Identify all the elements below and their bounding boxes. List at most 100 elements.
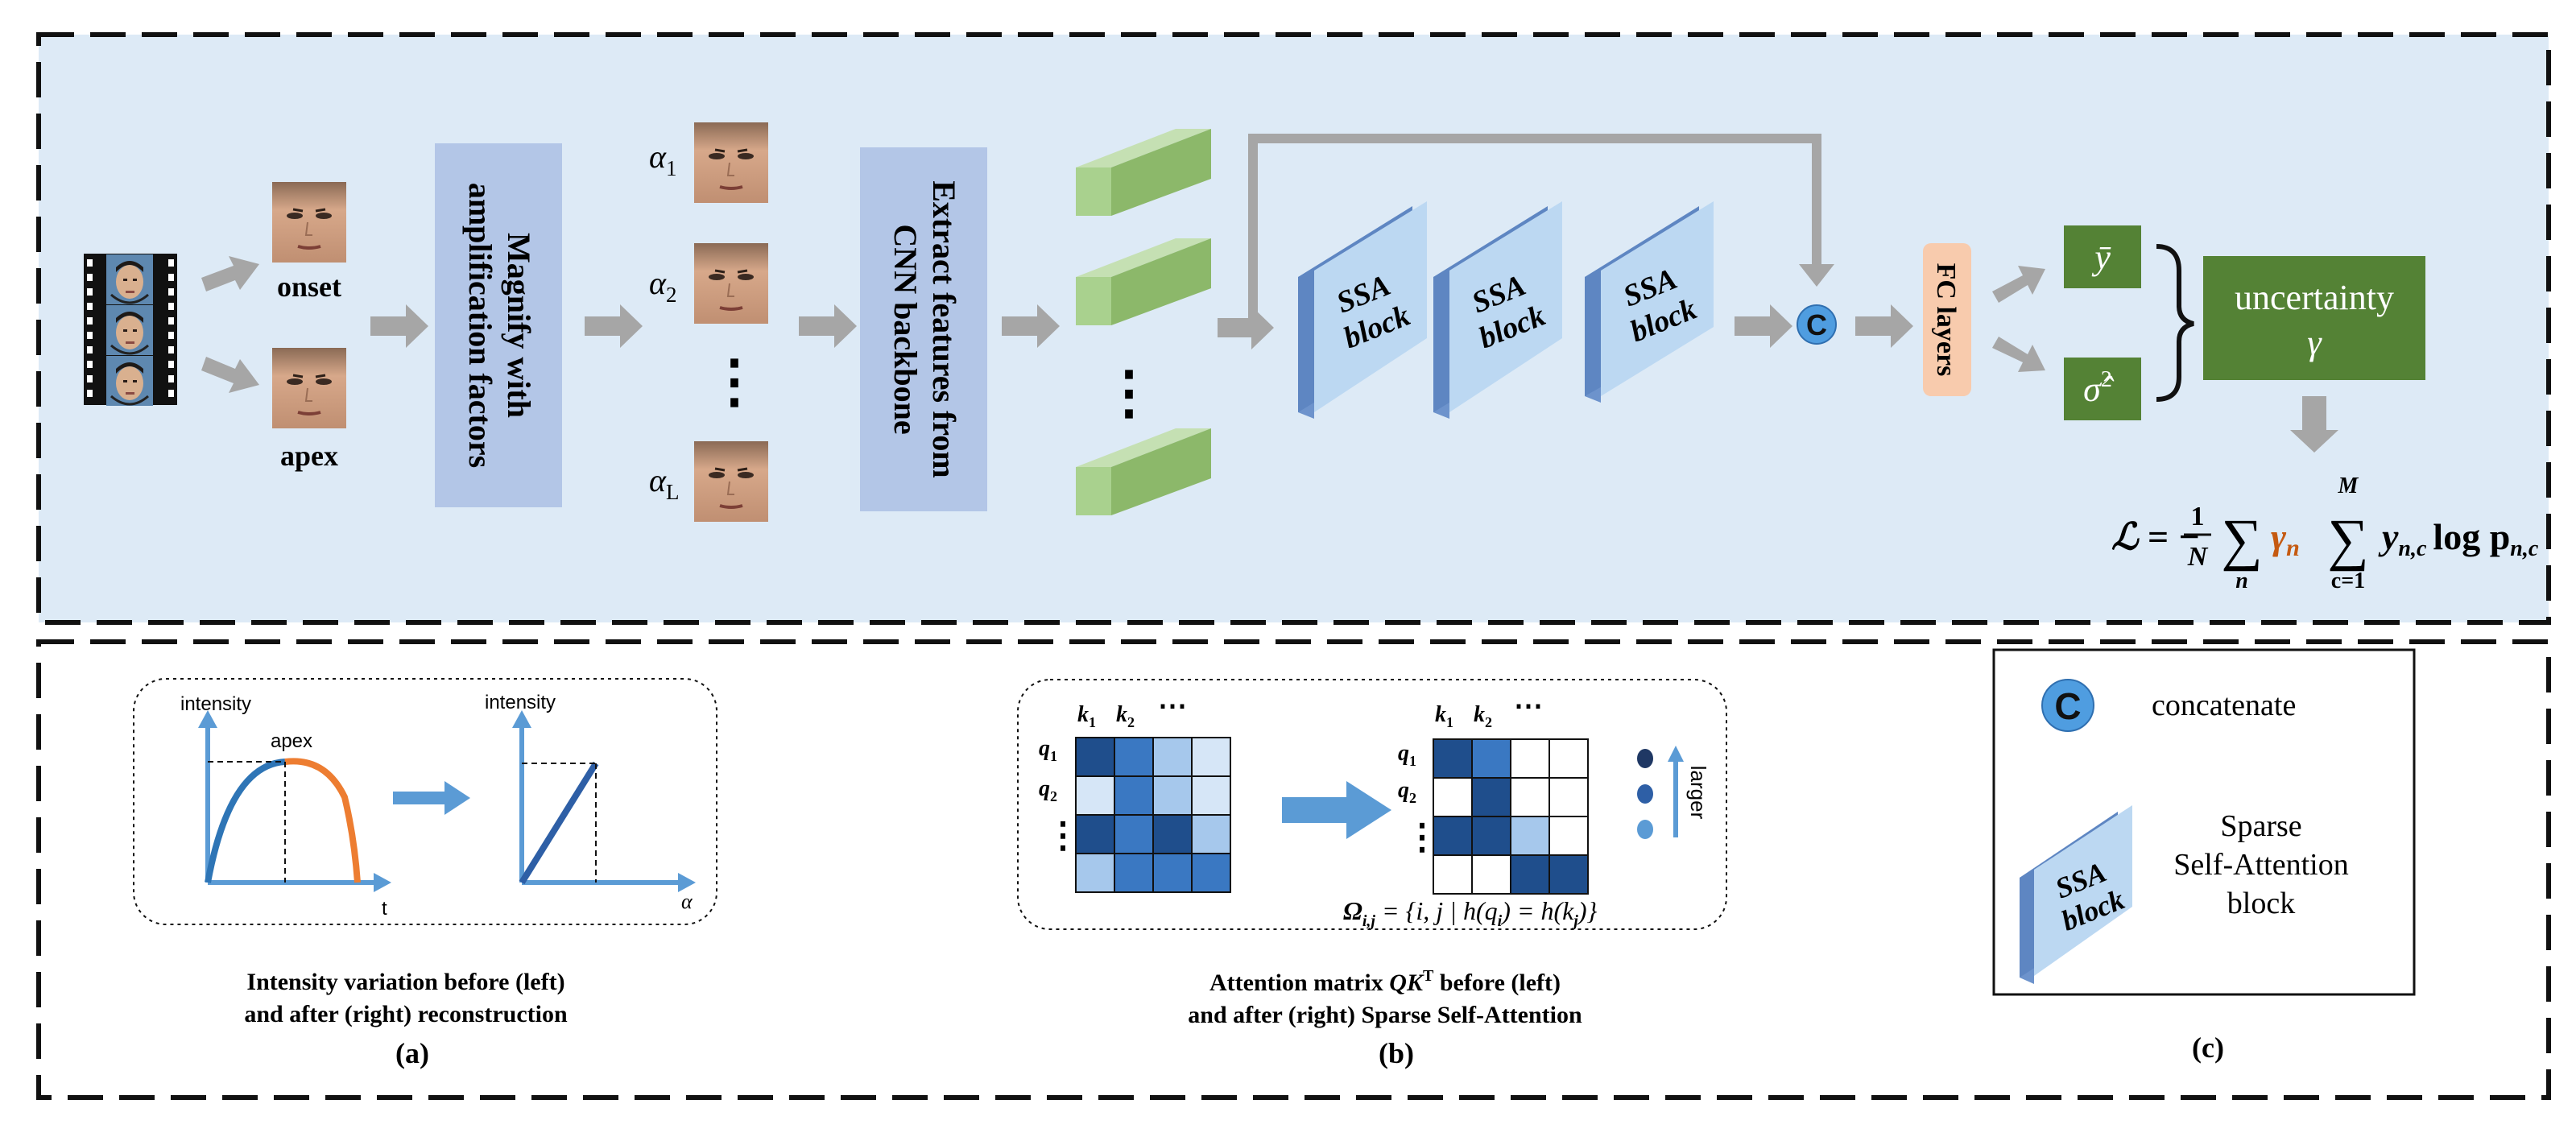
arrow-to-ssa: [1218, 306, 1274, 349]
alpha-L-face-image: [693, 440, 770, 523]
arrow-to-apex: [201, 357, 259, 393]
features-ellipsis: ⋮: [1100, 361, 1158, 425]
matrix-cell: [1433, 777, 1473, 817]
panel-a-caption-1: Intensity variation before (left): [246, 969, 564, 995]
skip-connection-line: [1248, 134, 1821, 318]
panel-b-arrow: [1282, 781, 1391, 839]
svg-text:intensity: intensity: [180, 693, 251, 715]
magnify-box: [435, 143, 562, 507]
svg-text:C: C: [2054, 685, 2081, 727]
legend-ssa-desc-3: block: [2227, 887, 2295, 920]
skip-connection-arrowhead: [1799, 264, 1834, 287]
loss-gamma: γn: [2271, 516, 2300, 561]
sum-2-symbol: ∑: [2327, 507, 2368, 572]
ybar-label: ȳ: [2091, 238, 2111, 277]
uncertainty-box: [2203, 256, 2425, 380]
svg-text:M: M: [2338, 473, 2359, 498]
svg-text:q2: q2: [1039, 776, 1057, 804]
panel-a-caption-2: and after (right) reconstruction: [244, 1001, 568, 1027]
svg-text:⋮: ⋮: [1045, 816, 1081, 855]
matrix-left-labels: k1 k2 ⋯ q1 q2 ⋮: [1039, 689, 1187, 855]
arrow-to-magnify: [370, 304, 428, 348]
alpha-1-label: α1: [649, 138, 677, 180]
arrow-to-sigma: [1992, 337, 2045, 372]
extract-line1: Extract features from: [926, 180, 962, 478]
attention-matrix-before: [1075, 737, 1231, 893]
matrix-cell: [1510, 854, 1550, 895]
arrow-to-ybar: [1992, 266, 2045, 303]
arrow-to-loss: [2290, 396, 2338, 453]
ssa-block-2: SSA block: [1433, 201, 1562, 419]
arrow-to-features: [1002, 304, 1060, 348]
svg-text:⋮: ⋮: [1404, 817, 1440, 857]
svg-text:larger: larger: [1686, 766, 1710, 820]
svg-text:1: 1: [2191, 502, 2205, 531]
panel-a-box: [133, 678, 717, 925]
ssa-block-3: SSA block: [1585, 201, 1714, 403]
uncertainty-label: uncertainty: [2235, 278, 2394, 317]
svg-text:q1: q1: [1039, 736, 1057, 764]
attention-matrix-after: [1433, 738, 1589, 895]
alpha-L-label: αL: [649, 462, 680, 504]
legend-ssa-desc-2: Self-Attention: [2173, 848, 2348, 882]
matrix-cell: [1191, 853, 1231, 893]
svg-text:q1: q1: [1398, 741, 1416, 769]
arrow-to-onset: [201, 256, 259, 291]
larger-legend: larger: [1637, 746, 1710, 839]
matrix-cell: [1548, 738, 1589, 779]
matrix-cell: [1191, 814, 1231, 854]
ybar-box: [2064, 225, 2141, 288]
svg-text:intensity: intensity: [485, 692, 556, 713]
feature-bar-3: [1076, 428, 1211, 515]
feature-bar-1: [1076, 129, 1211, 216]
arrow-to-magnified-frames: [585, 304, 643, 348]
panel-a-letter: (a): [395, 1037, 429, 1069]
svg-text:k1: k1: [1077, 702, 1096, 730]
onset-label: onset: [277, 271, 341, 303]
alpha-1-face-image: [693, 121, 770, 205]
panel-a-left-chart: intensity apex t: [180, 693, 391, 920]
matrix-cell: [1548, 854, 1589, 895]
matrix-cell: [1433, 854, 1473, 895]
legend-ssa-desc-1: Sparse: [2220, 809, 2301, 843]
matrix-cell: [1471, 777, 1511, 817]
svg-text:N: N: [2187, 542, 2209, 572]
matrix-cell: [1075, 853, 1115, 893]
onset-face-image: [271, 180, 348, 264]
matrix-cell: [1114, 853, 1154, 893]
legend-concat-icon: [2041, 679, 2094, 732]
matrix-cell: [1152, 814, 1193, 854]
matrix-cell: [1471, 816, 1511, 856]
panel-b-letter: (b): [1379, 1037, 1414, 1069]
extract-line2: CNN backbone: [887, 224, 924, 434]
matrix-cell: [1075, 814, 1115, 854]
magnify-line2: amplification factors: [462, 183, 498, 468]
matrix-cell: [1510, 816, 1550, 856]
svg-text:k1: k1: [1435, 702, 1453, 730]
panel-b-box: [1017, 679, 1727, 930]
omega-formula: Ωi,j = {i, j | h(qi) = h(kj)}: [1343, 896, 1598, 930]
svg-text:t: t: [382, 898, 387, 920]
sum-1-symbol: ∑: [2221, 507, 2262, 572]
matrix-cell: [1548, 777, 1589, 817]
ssa-block-1: SSA block: [1298, 201, 1427, 419]
matrix-cell: [1075, 737, 1115, 777]
matrix-cell: [1114, 737, 1154, 777]
matrix-cell: [1471, 738, 1511, 779]
svg-text:apex: apex: [271, 730, 312, 752]
arrow-to-extract: [799, 304, 857, 348]
svg-text:k2: k2: [1474, 702, 1492, 730]
legend-ssa-block: SSA block: [2020, 805, 2132, 984]
matrix-cell: [1433, 738, 1473, 779]
uncertainty-gamma: γ: [2307, 323, 2322, 362]
matrix-cell: [1548, 816, 1589, 856]
svg-text:k2: k2: [1116, 702, 1135, 730]
svg-text:q2: q2: [1398, 778, 1416, 806]
panel-b-caption-1: Attention matrix QKT before (left): [1209, 967, 1561, 996]
matrix-cell: [1152, 737, 1193, 777]
svg-text:ℒ = −: ℒ = −: [2111, 516, 2200, 557]
panel-c-letter: (c): [2192, 1031, 2224, 1064]
svg-text:C: C: [1806, 308, 1827, 341]
svg-text:α: α: [681, 890, 693, 913]
